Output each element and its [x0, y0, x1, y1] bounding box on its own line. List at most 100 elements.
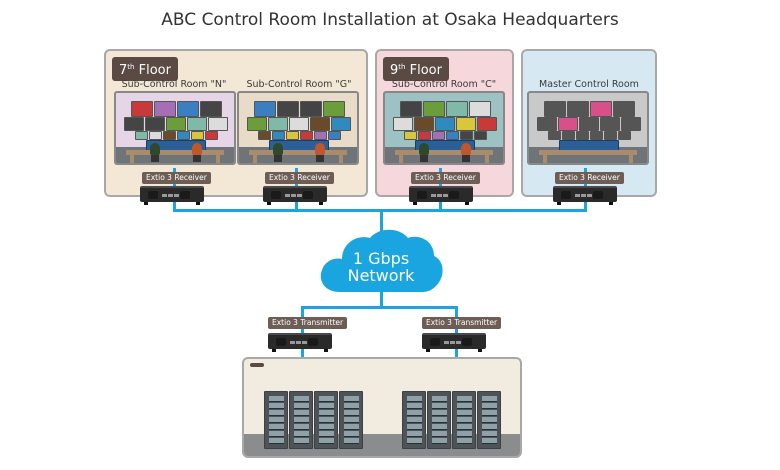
device-grill: [276, 338, 286, 346]
device-port: [456, 341, 461, 344]
device-port: [285, 194, 290, 197]
control-room-master: [527, 91, 649, 165]
monitor-screen: [477, 117, 497, 131]
desk-leg: [253, 153, 257, 163]
rack-slot: [407, 417, 422, 423]
monitor-screen: [276, 101, 299, 117]
monitor-screen: [537, 117, 557, 131]
monitor-screen: [445, 101, 468, 117]
rack-slot: [269, 396, 284, 402]
desk-leg: [543, 153, 547, 163]
monitor-screen: [417, 131, 431, 140]
monitor-screen: [285, 131, 299, 140]
server-rack: [289, 391, 313, 449]
chair: [420, 155, 428, 162]
monitor-screen: [257, 131, 271, 140]
rack-slot: [457, 403, 472, 409]
monitor-screen: [431, 131, 445, 140]
device-foot: [144, 202, 148, 205]
rack-slot: [432, 396, 447, 402]
device-foot: [267, 202, 271, 205]
rack-slot: [407, 403, 422, 409]
monitor-screen: [589, 131, 603, 140]
diagram-title: ABC Control Room Installation at Osaka H…: [161, 10, 619, 30]
rack-slot: [457, 417, 472, 423]
receiver-label-g: Extio 3 Receiver: [265, 172, 334, 184]
rack-slot: [319, 417, 334, 423]
rack-slot: [294, 424, 309, 430]
rack-slot: [482, 410, 497, 416]
monitor-screen: [543, 101, 566, 117]
rack-slot: [294, 396, 309, 402]
floor-9-tag: 9th Floor: [383, 57, 449, 81]
device-port: [162, 194, 167, 197]
server-rack: [452, 391, 476, 449]
network-label: 1 Gbps Network: [321, 250, 441, 284]
rack-slot: [344, 431, 359, 437]
monitor-screen: [603, 131, 617, 140]
monitor-screen: [561, 131, 575, 140]
device-foot: [465, 202, 469, 205]
control-desk: [539, 150, 637, 155]
monitor-screen: [617, 131, 631, 140]
monitor-screen: [422, 101, 445, 117]
server-rack: [339, 391, 363, 449]
server-rack: [264, 391, 288, 449]
rack-slot: [269, 431, 284, 437]
device-foot: [196, 202, 200, 205]
rack-slot: [269, 403, 284, 409]
chair: [274, 155, 282, 162]
rack-slot: [482, 396, 497, 402]
device-foot: [478, 349, 482, 352]
rack-slot: [482, 403, 497, 409]
rack-slot: [482, 424, 497, 430]
monitor-screen: [600, 117, 620, 131]
rack-slot: [269, 410, 284, 416]
receiver-device-g: [263, 186, 327, 205]
rack-slot: [432, 438, 447, 444]
monitor-screen: [414, 117, 434, 131]
device-foot: [324, 349, 328, 352]
monitor-screen: [459, 131, 473, 140]
monitor-screen: [145, 117, 165, 131]
monitor-screen: [621, 117, 641, 131]
control-desk: [126, 150, 224, 155]
device-grill: [303, 191, 313, 199]
transmitter-label-left: Extio 3 Transmitter: [268, 317, 348, 329]
cloud-down-line: [380, 285, 383, 307]
device-port: [437, 194, 442, 197]
transmitter-label-right: Extio 3 Transmitter: [422, 317, 502, 329]
device-foot: [319, 202, 323, 205]
desk-leg: [130, 153, 134, 163]
network-cloud-icon: [320, 229, 443, 292]
monitor-screen: [253, 101, 276, 117]
desk-leg: [399, 153, 403, 163]
receiver-label-master: Extio 3 Receiver: [555, 172, 624, 184]
room-label-g: Sub-Control Room "G": [246, 79, 352, 90]
server-rack: [427, 391, 451, 449]
monitor-screen: [399, 101, 422, 117]
monitor-screen: [176, 131, 190, 140]
rack-slot: [407, 438, 422, 444]
chair: [462, 155, 470, 162]
device-grill: [180, 191, 190, 199]
rack-slot: [319, 438, 334, 444]
monitor-screen: [124, 117, 144, 131]
device-grill: [593, 191, 603, 199]
receiver-device-master: [553, 186, 617, 205]
chair: [193, 155, 201, 162]
rack-slot: [432, 403, 447, 409]
monitor-screen: [468, 101, 491, 117]
rack-slot: [294, 403, 309, 409]
device-port: [575, 194, 580, 197]
rack-slot: [319, 396, 334, 402]
device-port: [174, 194, 179, 197]
monitor-screen: [327, 131, 341, 140]
rack-slot: [269, 417, 284, 423]
floor-7-tag: 7th Floor: [112, 57, 178, 81]
rack-slot: [319, 424, 334, 430]
monitor-screen: [271, 131, 285, 140]
server-rack: [402, 391, 426, 449]
rack-slot: [432, 410, 447, 416]
device-grill: [561, 191, 571, 199]
